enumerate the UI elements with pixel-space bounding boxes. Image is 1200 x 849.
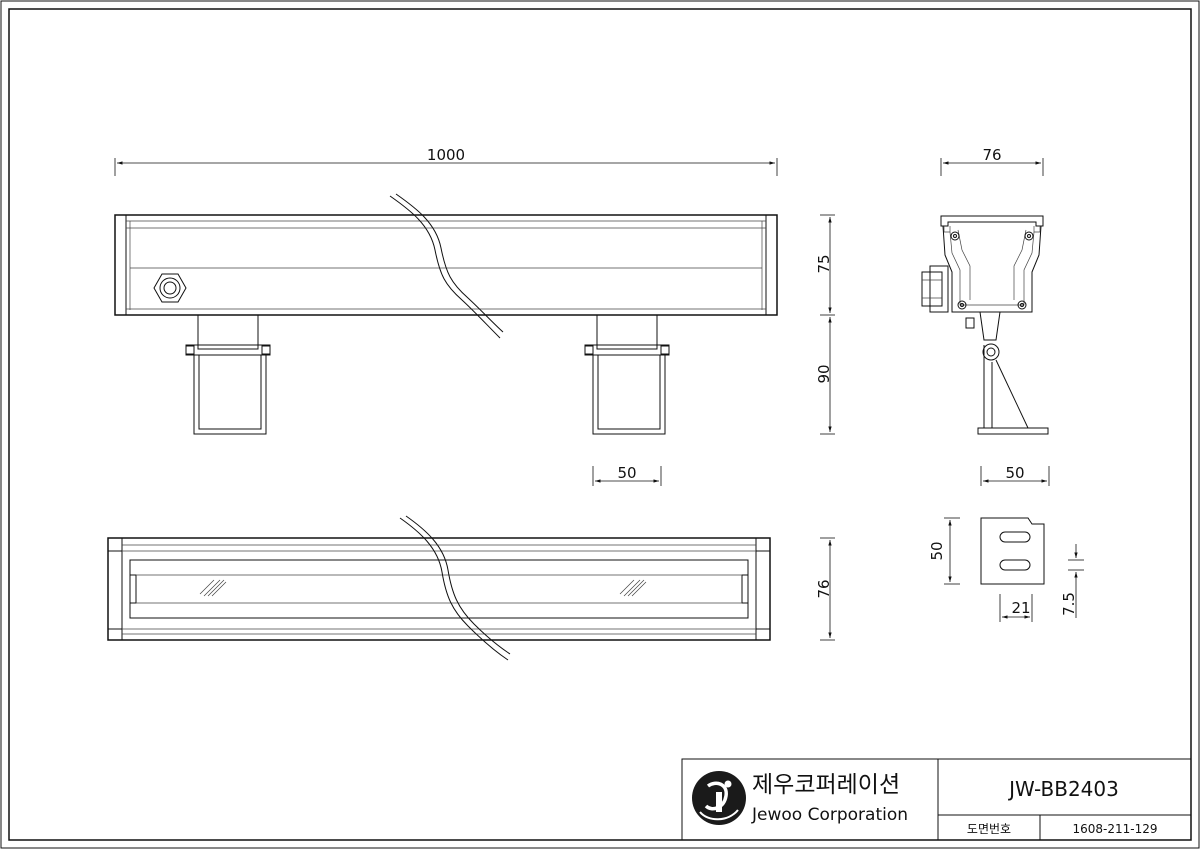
bracket-left [185, 314, 271, 435]
plate-detail: 50 21 7.5 [928, 517, 1084, 622]
title-block: 제우코퍼레이션 Jewoo Corporation JW-BB2403 도면번호… [681, 758, 1192, 841]
side-view: 76 50 [921, 146, 1050, 486]
lens [129, 559, 749, 619]
dim-plate-slot: 7.5 [1060, 592, 1078, 616]
dim-bracket-width: 50 [617, 464, 636, 482]
dim-side-bracket-width: 50 [1005, 464, 1024, 482]
dim-plate-offset: 21 [1011, 599, 1030, 617]
front-view: 1000 75 90 50 [114, 146, 835, 486]
company-name-korean: 제우코퍼레이션 [752, 772, 900, 798]
cable-gland [153, 273, 187, 303]
plan-view: 76 [107, 515, 835, 661]
dim-body-height: 75 [815, 254, 833, 273]
inner-border [8, 8, 1192, 841]
side-gland [921, 271, 943, 307]
bracket-right [584, 314, 670, 435]
plan-body [107, 537, 771, 641]
model-number: JW-BB2403 [1007, 777, 1119, 801]
cable-front [389, 195, 501, 339]
dim-length: 1000 [427, 146, 465, 164]
drawing-number: 1608-211-129 [1072, 822, 1157, 836]
front-body [114, 214, 778, 316]
slot-upper [999, 531, 1031, 543]
company-name-english: Jewoo Corporation [751, 805, 908, 825]
slot-lower [999, 559, 1031, 571]
dim-side-width: 76 [982, 146, 1001, 164]
side-base-plate [977, 427, 1049, 435]
glass-hatch-left [199, 579, 227, 597]
dim-plate-height: 50 [928, 541, 946, 560]
cable-plan [399, 517, 509, 661]
drawing-number-label: 도면번호 [967, 822, 1011, 836]
pivot-bolt [982, 343, 1000, 361]
glass-hatch-right [619, 579, 647, 597]
mounting-plate [980, 517, 1045, 585]
dim-plan-width: 76 [815, 579, 833, 598]
dim-bracket-height: 90 [815, 364, 833, 383]
side-housing [942, 225, 1042, 313]
company-logo [692, 771, 746, 825]
